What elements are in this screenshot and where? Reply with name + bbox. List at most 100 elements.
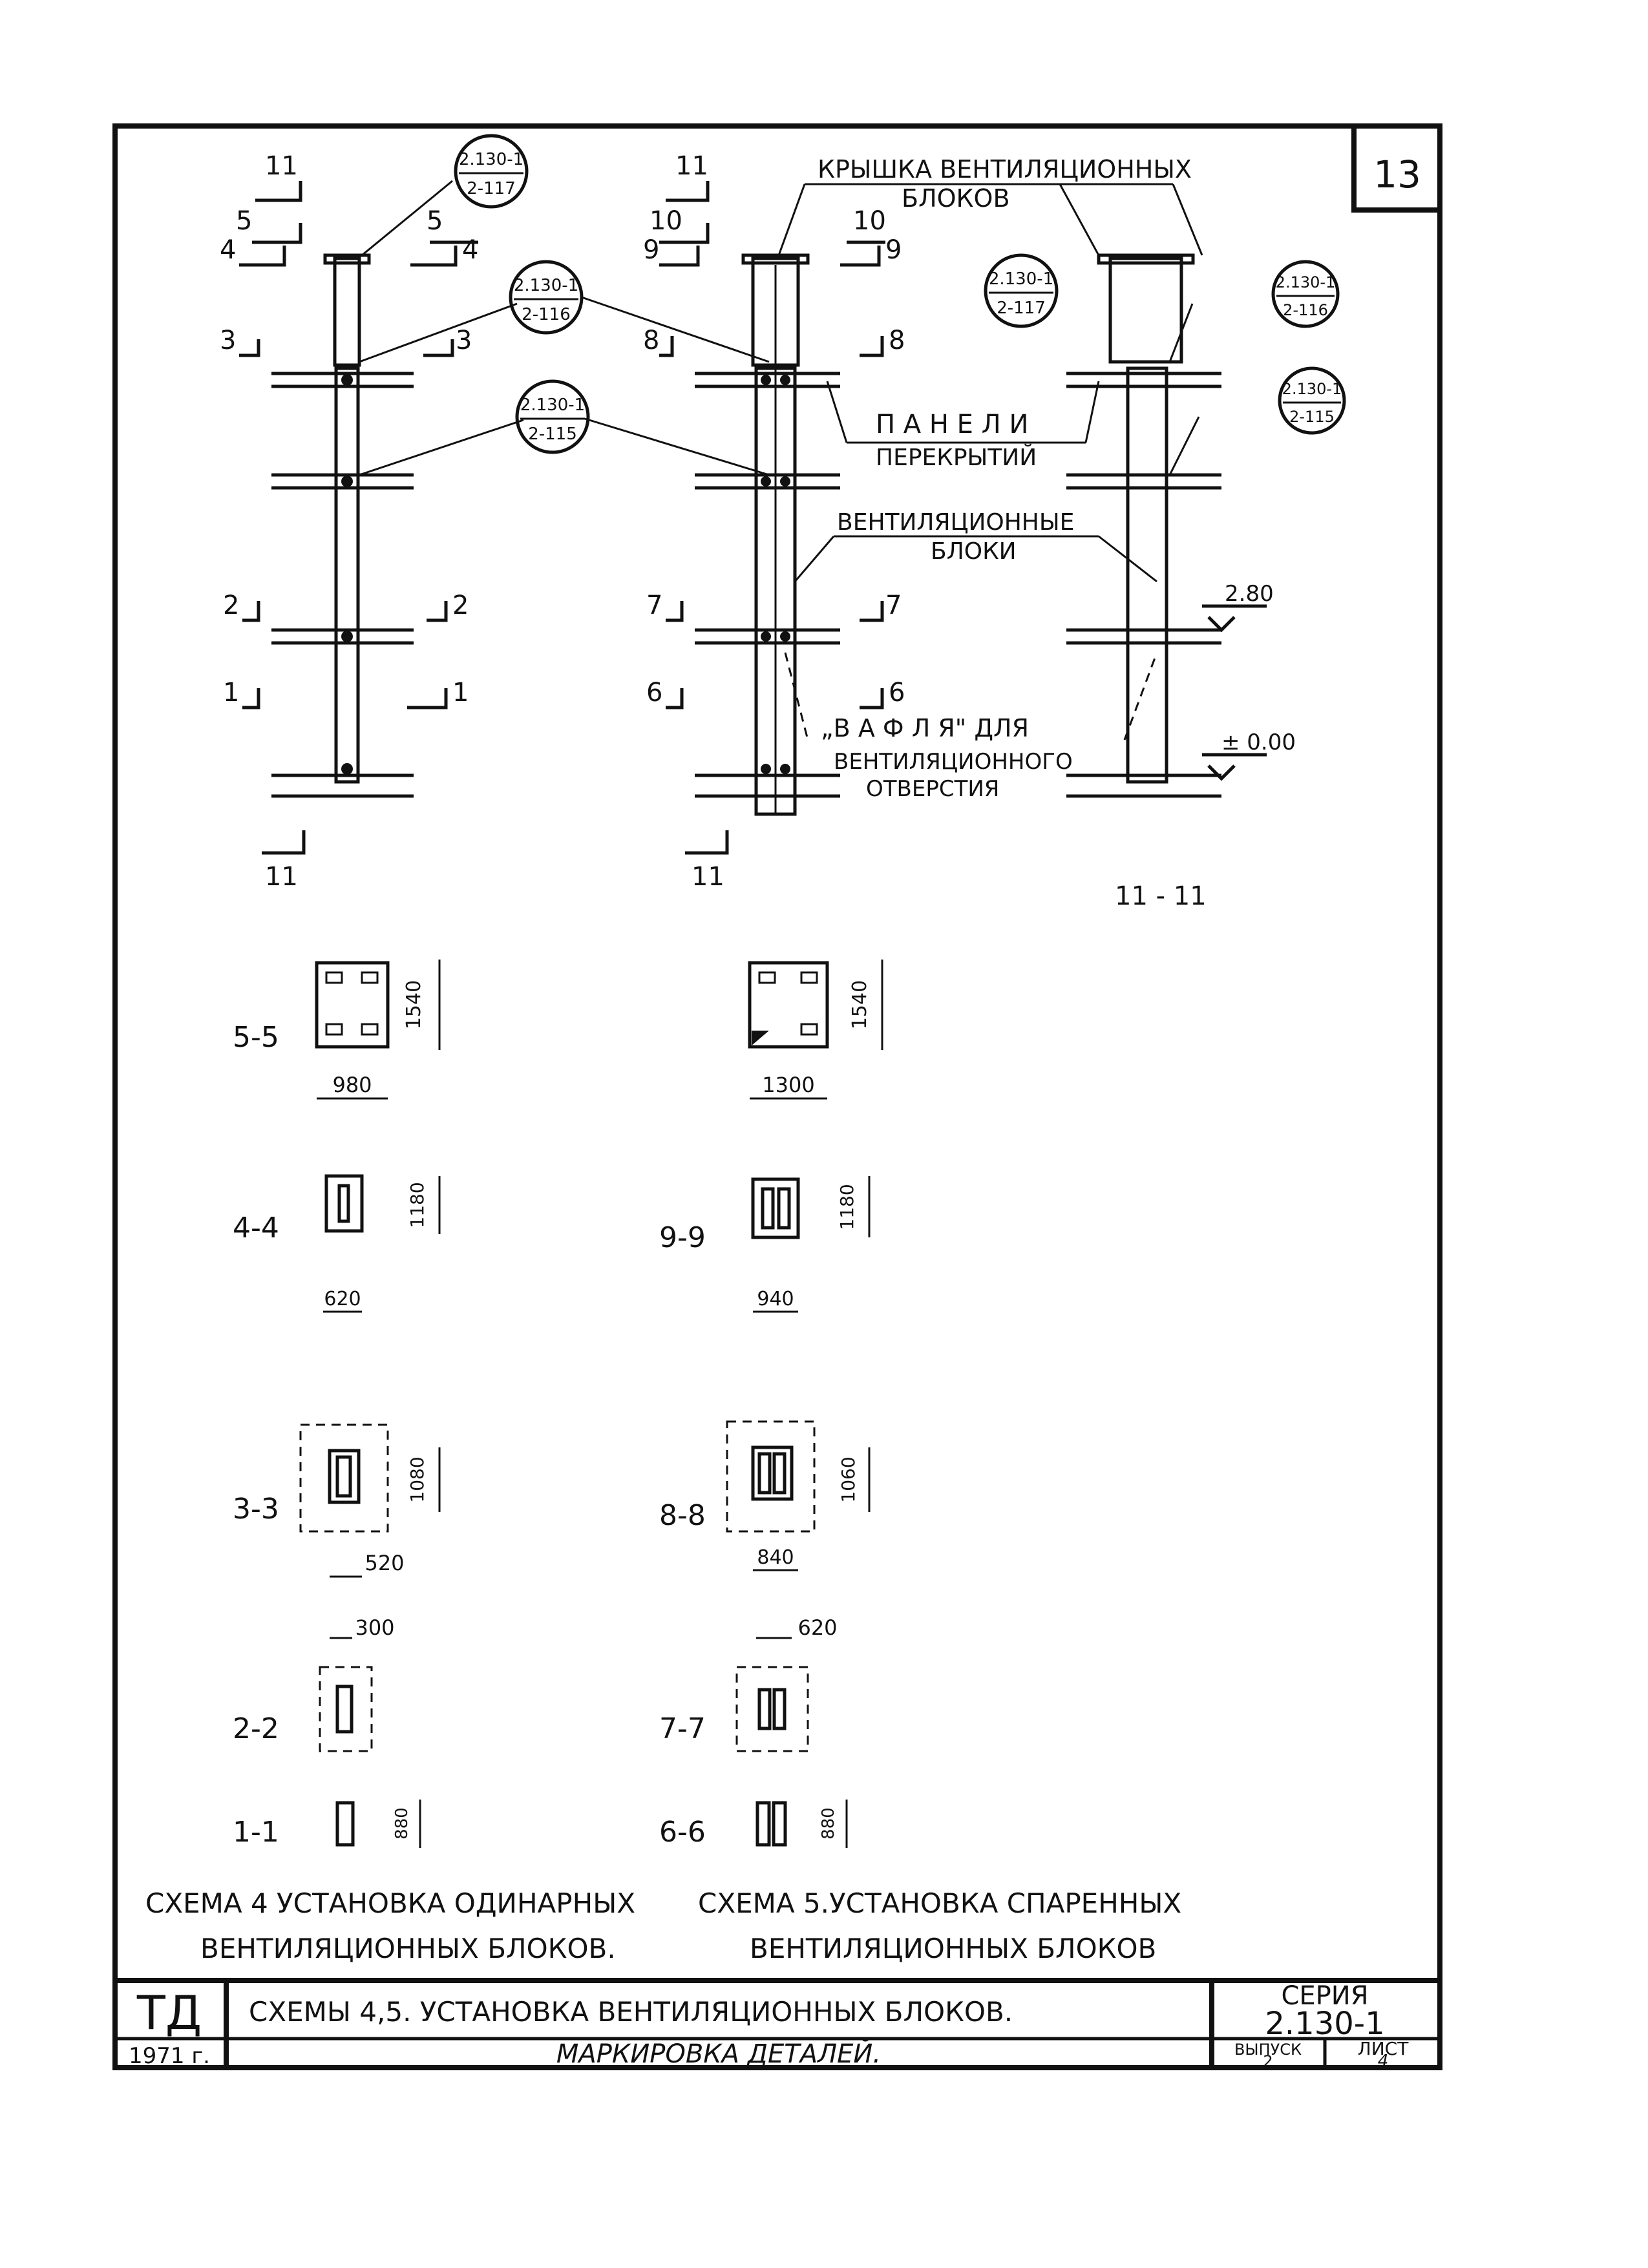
svg-text:520: 520 xyxy=(364,1551,404,1575)
sheet-number-box xyxy=(1351,123,1442,213)
caption-left-1: СХЕМА 4 УСТАНОВКА ОДИНАРНЫХ xyxy=(145,1887,635,1919)
sheet-value: 4 xyxy=(1378,2052,1389,2071)
drawing-subtitle: МАРКИРОВКА ДЕТАЛЕЙ. xyxy=(556,2038,881,2069)
left-cap xyxy=(323,253,371,265)
section-6-6-right: 6-6 880 xyxy=(659,1800,848,1849)
svg-text:10: 10 xyxy=(853,206,886,236)
svg-text:1540: 1540 xyxy=(849,980,871,1029)
svg-text:300: 300 xyxy=(355,1615,394,1640)
cut-mark: 2 xyxy=(223,591,239,620)
left-vent-column xyxy=(334,366,360,784)
section-5-5-right: 1540 1300 xyxy=(748,960,883,1100)
caption-left-2: ВЕНТИЛЯЦИОННЫХ БЛОКОВ. xyxy=(200,1933,616,1964)
svg-text:620: 620 xyxy=(798,1615,837,1640)
svg-text:4-4: 4-4 xyxy=(233,1212,279,1244)
section-1-1-left: 1-1 880 xyxy=(233,1800,421,1849)
right-elevation: 2.80 ± 0.00 xyxy=(1059,184,1296,798)
year: 1971 г. xyxy=(129,2043,210,2069)
svg-text:1300: 1300 xyxy=(762,1073,814,1097)
svg-text:10: 10 xyxy=(650,206,682,236)
callout-cap-1: КРЫШКА ВЕНТИЛЯЦИОННЫХ xyxy=(818,155,1192,184)
ref-circle-2-115-left: 2.130-1 2-115 xyxy=(515,379,590,454)
svg-text:1080: 1080 xyxy=(407,1456,428,1502)
svg-text:7-7: 7-7 xyxy=(659,1712,706,1745)
mid-vent-column xyxy=(754,366,797,816)
callout-wafer-3: ОТВЕРСТИЯ xyxy=(866,776,999,802)
svg-text:5-5: 5-5 xyxy=(233,1021,279,1054)
drawing-frame xyxy=(112,123,1442,2070)
svg-text:2-117: 2-117 xyxy=(997,299,1046,318)
svg-text:1-1: 1-1 xyxy=(233,1816,279,1849)
caption-right-2: ВЕНТИЛЯЦИОННЫХ БЛОКОВ xyxy=(750,1933,1156,1964)
issue-label: ВЫПУСК xyxy=(1234,2041,1302,2059)
svg-text:9: 9 xyxy=(643,235,659,265)
svg-text:2.130-1: 2.130-1 xyxy=(520,395,585,415)
cut-mark: 5 xyxy=(236,206,252,236)
level-upper: 2.80 xyxy=(1225,581,1274,607)
cut-mark: 3 xyxy=(220,326,236,355)
cut-mark: 1 xyxy=(223,678,239,708)
svg-text:8: 8 xyxy=(889,326,905,355)
svg-text:620: 620 xyxy=(324,1288,361,1310)
svg-text:2.130-1: 2.130-1 xyxy=(459,150,523,169)
drawing-title: СХЕМЫ 4,5. УСТАНОВКА ВЕНТИЛЯЦИОННЫХ БЛОК… xyxy=(249,1996,1013,2028)
cut-mark: 2 xyxy=(452,591,469,620)
svg-text:8-8: 8-8 xyxy=(659,1499,706,1532)
svg-text:1180: 1180 xyxy=(407,1182,428,1228)
svg-text:11: 11 xyxy=(675,151,708,181)
series-number: 2.130-1 xyxy=(1265,2006,1384,2042)
section-5-5-left: 5-5 1540 980 xyxy=(233,960,441,1100)
svg-text:2-116: 2-116 xyxy=(522,305,571,324)
ref-circle-2-116-left: 2.130-1 2-116 xyxy=(509,260,584,335)
svg-text:980: 980 xyxy=(332,1073,372,1097)
svg-text:1180: 1180 xyxy=(836,1184,858,1230)
svg-text:2.130-1: 2.130-1 xyxy=(1276,273,1336,291)
section-4-4-left: 4-4 1180 620 xyxy=(233,1174,441,1313)
callout-wafer-1: „В А Ф Л Я" ДЛЯ xyxy=(821,714,1029,742)
svg-text:2-115: 2-115 xyxy=(528,425,577,444)
section-8-8-right: 8-8 1060 840 xyxy=(659,1420,871,1571)
caption-right-1: СХЕМА 5.УСТАНОВКА СПАРЕННЫХ xyxy=(698,1887,1181,1919)
svg-text:840: 840 xyxy=(757,1546,794,1569)
left-top-block xyxy=(333,257,361,367)
cut-mark: 4 xyxy=(462,235,478,265)
svg-text:2.130-1: 2.130-1 xyxy=(989,269,1053,289)
callout-blocks-2: БЛОКИ xyxy=(931,538,1017,565)
ref-circle-2-115-right: 2.130-1 2-115 xyxy=(1278,366,1346,435)
section-7-7-right: 7-7 620 xyxy=(659,1615,838,1752)
series-label: СЕРИЯ xyxy=(1281,1981,1368,2011)
section-2-2-left: 2-2 300 xyxy=(233,1615,395,1752)
svg-text:880: 880 xyxy=(819,1807,838,1840)
callout-panels-2: ПЕРЕКРЫТИЙ xyxy=(876,444,1037,471)
svg-text:7: 7 xyxy=(885,591,902,620)
ref-circle-2-116-right: 2.130-1 2-116 xyxy=(1271,260,1340,328)
cut-mark: 4 xyxy=(220,235,236,265)
logo-td: ТД xyxy=(136,1986,202,2040)
svg-text:2.130-1: 2.130-1 xyxy=(514,276,578,295)
svg-text:9-9: 9-9 xyxy=(659,1221,706,1254)
svg-text:2-115: 2-115 xyxy=(1289,408,1335,426)
callout-panels-1: П А Н Е Л И xyxy=(876,410,1028,439)
svg-text:6: 6 xyxy=(646,678,662,708)
joint xyxy=(341,631,353,642)
ref-circle-2-117-right: 2.130-1 2-117 xyxy=(984,253,1059,328)
title-block: ТД 1971 г. СХЕМЫ 4,5. УСТАНОВКА ВЕНТИЛЯЦ… xyxy=(115,1978,1440,2071)
svg-text:940: 940 xyxy=(757,1288,794,1310)
cut-mark: 1 xyxy=(452,678,469,708)
cut-mark: 5 xyxy=(427,206,443,236)
mid-cap xyxy=(741,253,810,265)
svg-text:6-6: 6-6 xyxy=(659,1816,706,1849)
middle-elevation: 11 10 10 9 9 8 8 7 7 6 6 11 xyxy=(581,151,1203,892)
svg-text:9: 9 xyxy=(885,235,902,265)
sheet-number: 13 xyxy=(1373,152,1421,196)
section-11-label: 11 - 11 xyxy=(1115,881,1207,911)
sheet-label: ЛИСТ xyxy=(1358,2038,1410,2059)
joint xyxy=(341,374,353,386)
svg-text:2-117: 2-117 xyxy=(467,179,516,198)
svg-text:6: 6 xyxy=(889,678,905,708)
joint xyxy=(341,476,353,487)
joint xyxy=(341,763,353,775)
svg-text:2-116: 2-116 xyxy=(1283,301,1328,319)
svg-text:1060: 1060 xyxy=(838,1456,859,1502)
section-3-3-left: 3-3 1080 520 xyxy=(233,1423,441,1578)
